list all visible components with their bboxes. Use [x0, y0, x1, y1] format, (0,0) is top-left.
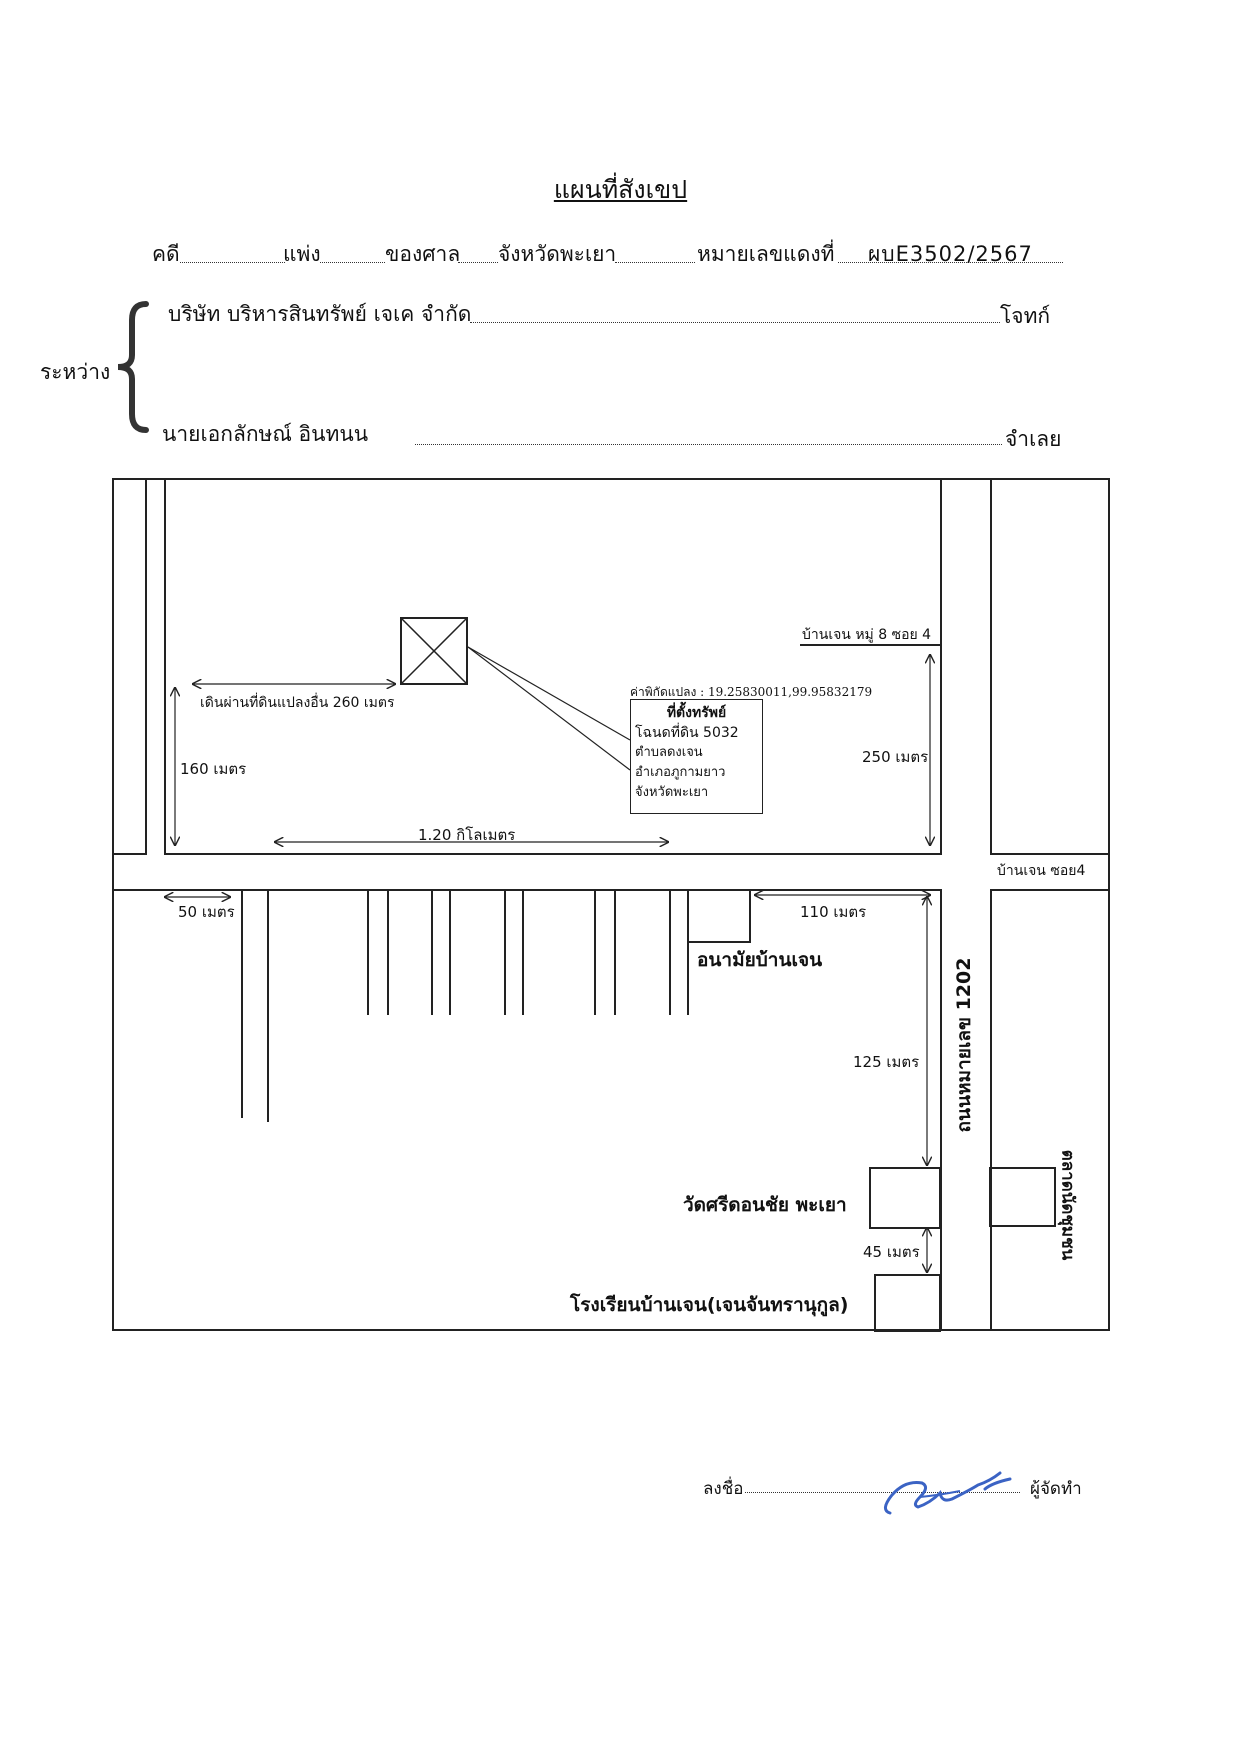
market-label: ตลาดนัดชุมชน — [1057, 1149, 1078, 1261]
property-info-box: ที่ตั้งทรัพย์ โฉนดที่ดิน 5032 ตำบลดงเจน … — [630, 699, 763, 814]
distance-110: 110 เมตร — [800, 903, 867, 921]
coordinates-label: ค่าพิกัดแปลง : 19.25830011,99.95832179 — [630, 685, 873, 699]
property-info-line: ตำบลดงเจน — [635, 745, 703, 760]
red-no-value: ผบE3502/2567 — [868, 242, 1033, 266]
map-frame — [112, 478, 1110, 1331]
defendant-role: จำเลย — [1005, 427, 1062, 451]
distance-50: 50 เมตร — [178, 903, 235, 921]
highway-edge-line — [990, 889, 992, 1331]
temple-label: วัดศรีดอนชัย พะเยา — [683, 1194, 847, 1216]
preparer-role: ผู้จัดทำ — [1030, 1479, 1082, 1499]
road-edge-line — [112, 853, 147, 855]
school-label: โรงเรียนบ้านเจน(เจนจันทรานุกูล) — [570, 1294, 849, 1316]
road-label-soi4: บ้านเจน ซอย4 — [997, 863, 1086, 879]
court-label: ของศาล — [385, 242, 461, 266]
dotted-line — [838, 262, 1063, 263]
health-center-label: อนามัยบ้านเจน — [697, 949, 823, 971]
property-info-line: จังหวัดพะเยา — [635, 785, 709, 800]
distance-125: 125 เมตร — [853, 1053, 920, 1071]
property-info-line: อำเภอภูกามยาว — [635, 765, 726, 780]
case-label: คดี — [152, 242, 180, 266]
distance-250: 250 เมตร — [862, 748, 929, 766]
property-info-line: โฉนดที่ดิน 5032 — [635, 725, 739, 741]
highway-edge-line — [990, 478, 992, 855]
red-no-label: หมายเลขแดงที่ — [697, 242, 835, 266]
dotted-line — [458, 262, 498, 263]
road-edge-line — [990, 853, 1110, 855]
brace-icon — [117, 301, 149, 433]
page-title: แผนที่สังเขป — [553, 175, 688, 204]
walk-distance-label: เดินผ่านที่ดินแปลงอื่น 260 เมตร — [200, 695, 395, 711]
sign-label: ลงชื่อ — [703, 1479, 744, 1499]
court-name: จังหวัดพะเยา — [498, 242, 617, 266]
dotted-line — [415, 444, 1002, 445]
highway-edge-line — [940, 478, 942, 855]
property-info-line: ที่ตั้งทรัพย์ — [666, 705, 727, 721]
road-edge-line — [164, 853, 941, 855]
distance-160: 160 เมตร — [180, 760, 247, 778]
distance-1-2km: 1.20 กิโลเมตร — [418, 826, 516, 844]
dotted-line — [320, 262, 385, 263]
between-label: ระหว่าง — [40, 360, 111, 384]
property-marker-icon — [400, 617, 468, 685]
highway-label: ถนนหมายเลข 1202 — [953, 957, 975, 1133]
plaintiff-name: บริษัท บริหารสินทรัพย์ เจเค จำกัด — [168, 302, 472, 326]
dotted-line — [470, 322, 1000, 323]
dotted-line — [615, 262, 695, 263]
highway-edge-line — [940, 889, 942, 1331]
dotted-line — [745, 1492, 1020, 1493]
distance-45: 45 เมตร — [863, 1243, 920, 1261]
dotted-line — [180, 262, 285, 263]
case-type: แพ่ง — [283, 242, 321, 266]
defendant-name: นายเอกลักษณ์ อินทนน — [162, 422, 369, 446]
plaintiff-role: โจทก์ — [1000, 304, 1051, 328]
road-edge-line — [145, 478, 147, 853]
signature-image — [884, 1471, 1012, 1515]
road-label-moo8: บ้านเจน หมู่ 8 ซอย 4 — [802, 627, 932, 643]
road-edge-line — [164, 478, 166, 853]
road-edge-line — [990, 889, 1110, 891]
